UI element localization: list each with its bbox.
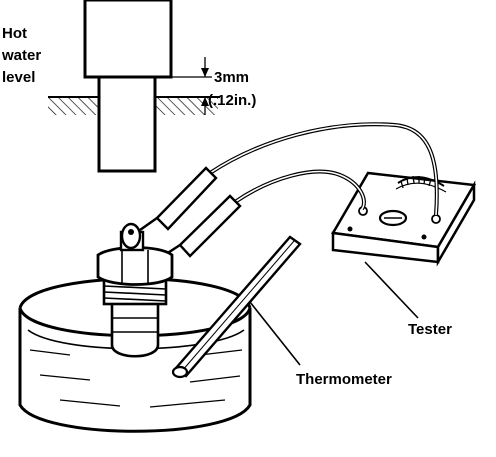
gap-mm-label: 3mm	[214, 69, 249, 86]
lead-probe-1	[155, 166, 218, 231]
gap-in-label: (.12in.)	[208, 92, 256, 109]
beaker-body	[18, 308, 252, 433]
hot-label-line-3: level	[2, 69, 35, 86]
tester-side-face	[436, 180, 476, 267]
switch-probe	[110, 300, 160, 358]
test-leads	[139, 122, 439, 260]
hot-label-line-2: water	[1, 47, 41, 64]
tester-label: Tester	[408, 321, 452, 338]
hot-label-line-1: Hot	[2, 25, 27, 42]
thermo-switch	[96, 222, 174, 358]
thermometer-leader-line	[249, 301, 301, 366]
inset-sensor-probe	[97, 75, 157, 173]
tester-device	[330, 171, 477, 267]
lead-probe-2	[178, 194, 242, 258]
tester-leader-line	[364, 261, 419, 319]
dim-arrow-up	[201, 97, 209, 106]
thermometer-label: Thermometer	[296, 371, 392, 388]
thermometer-bulb	[171, 365, 189, 379]
thermometer	[171, 235, 302, 379]
switch-hex-nut	[96, 246, 174, 286]
tester-terminal-right	[431, 214, 441, 224]
inset-sensor-body	[83, 0, 173, 79]
depth-inset: Hot water level 3mm (.12in.)	[1, 0, 256, 173]
dim-arrow-down	[201, 68, 209, 77]
